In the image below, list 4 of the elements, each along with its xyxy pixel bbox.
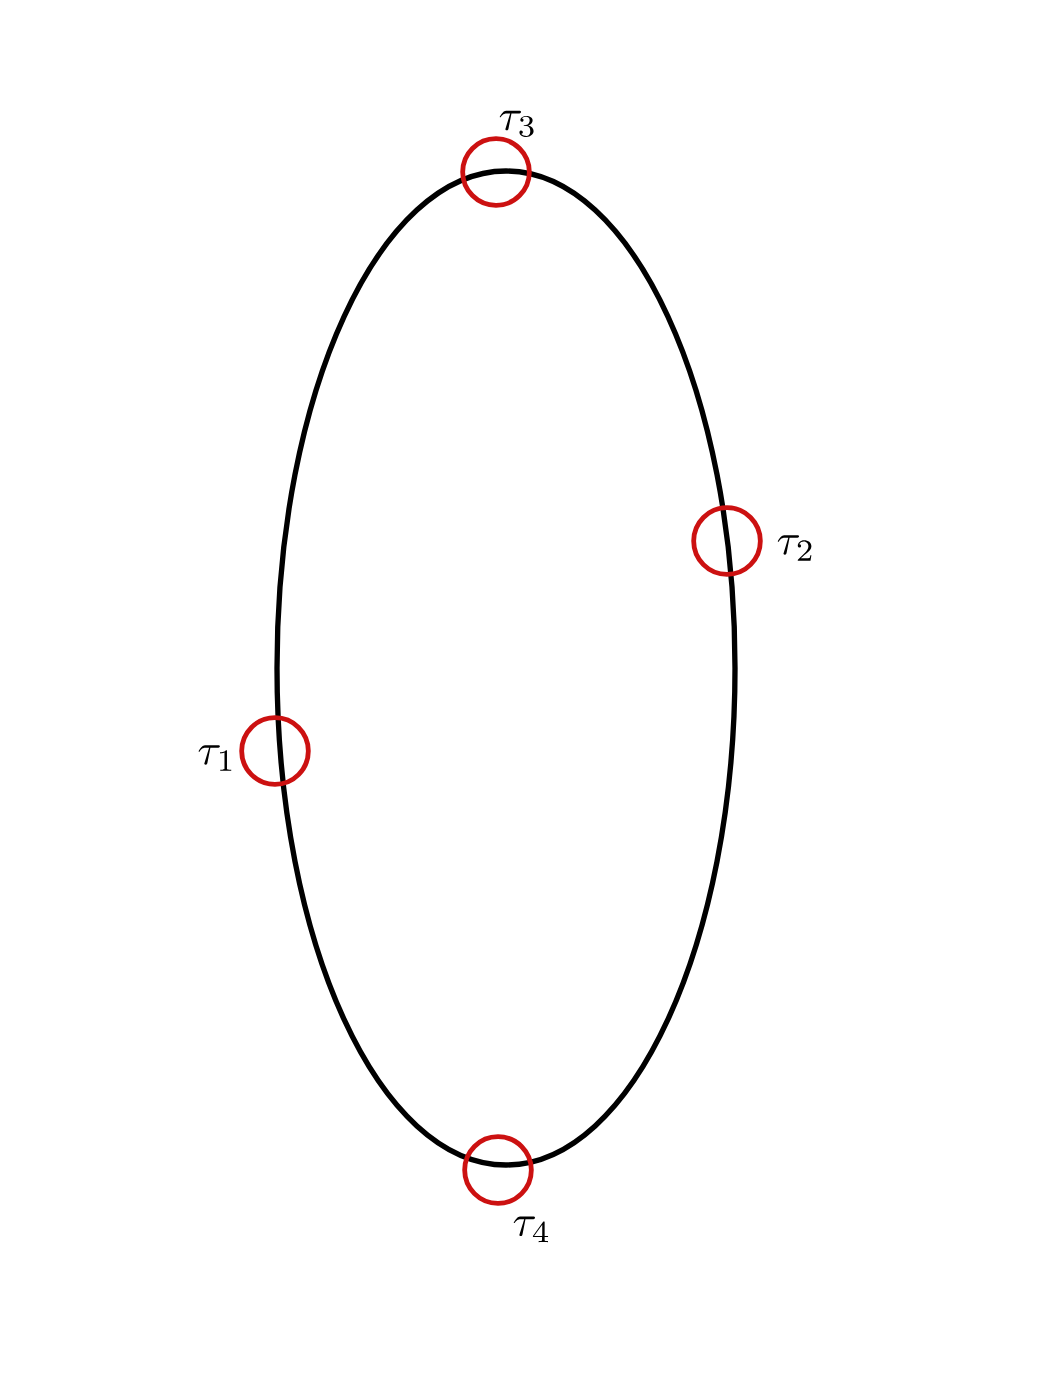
point-label: $\tau_4$ [513, 1216, 549, 1243]
point-label: $\tau_1$ [198, 745, 232, 771]
point-label: $\tau_2$ [777, 535, 812, 561]
point-label: $\tau_3$ [499, 110, 534, 137]
